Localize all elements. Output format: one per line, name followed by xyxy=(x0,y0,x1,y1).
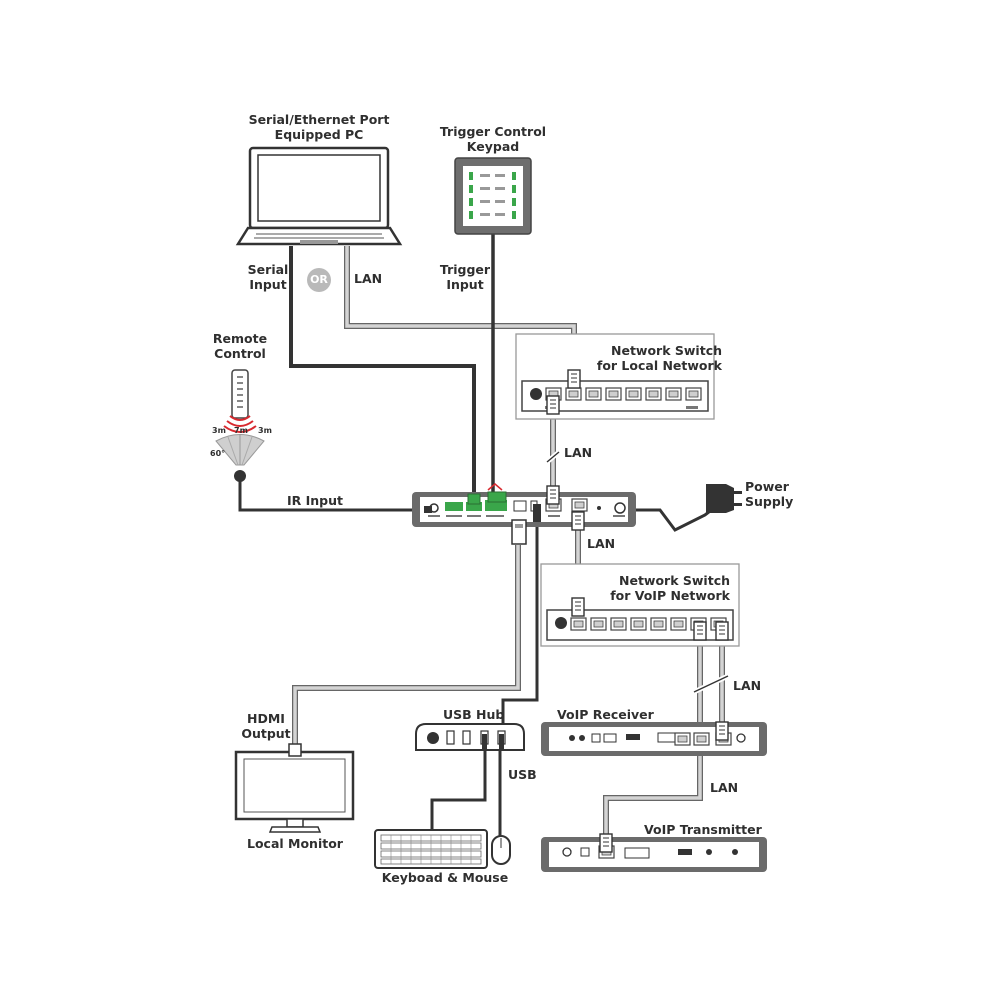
trigger-input-label: Trigger Input xyxy=(436,262,494,292)
power-label-line1: Power xyxy=(745,479,789,494)
mouse xyxy=(491,835,511,865)
hdmi-plug-monitor xyxy=(288,743,302,757)
ir-range-right: 3m xyxy=(258,426,272,435)
keypad-label-line2: Keypad xyxy=(466,139,520,154)
usb-label: USB xyxy=(508,767,537,782)
lan-plug-receiver xyxy=(715,721,729,741)
cable-hdmi xyxy=(292,545,521,752)
cable-local-lan xyxy=(545,410,561,490)
remote-label-line1: Remote xyxy=(212,331,268,346)
trigger-input-line1: Trigger xyxy=(439,262,491,277)
lan-plug-voip-switch-in xyxy=(571,597,585,617)
switch-local-label: Network Switch for Local Network xyxy=(582,343,722,373)
serial-input-line2: Input xyxy=(249,277,287,292)
switch-voip-label: Network Switch for VoIP Network xyxy=(600,573,730,603)
keypad-label-line1: Trigger Control xyxy=(439,124,547,139)
switch-local-line1: Network Switch xyxy=(611,343,722,358)
serial-input-label: Serial Input xyxy=(242,262,294,292)
ir-input-label: IR Input xyxy=(287,493,343,508)
hdmi-label-line1: HDMI xyxy=(247,711,285,726)
power-label: Power Supply xyxy=(745,479,793,509)
lan-local-label: LAN xyxy=(564,445,593,460)
laptop-pc xyxy=(235,146,403,246)
trigger-terminal-plug xyxy=(487,483,507,503)
lan-plug-switch-main xyxy=(546,395,560,415)
voip-transmitter-label: VoIP Transmitter xyxy=(644,822,762,837)
cable-ir xyxy=(238,480,430,512)
serial-input-line1: Serial xyxy=(247,262,289,277)
cable-serial xyxy=(289,246,476,500)
lan-plug-pc-switch xyxy=(567,369,581,389)
remote-control xyxy=(223,369,257,433)
lan-receiver-label: LAN xyxy=(733,678,762,693)
switch-voip-line2: for VoIP Network xyxy=(610,588,730,603)
usb-hub-label: USB Hub xyxy=(443,707,505,722)
usb-hub xyxy=(415,723,525,751)
lan-pc-label: LAN xyxy=(354,271,383,286)
switch-local-line2: for Local Network xyxy=(596,358,722,373)
monitor-label: Local Monitor xyxy=(247,836,343,851)
hdmi-plug xyxy=(511,519,527,545)
switch-voip-line1: Network Switch xyxy=(619,573,730,588)
lan-plug-main-local xyxy=(546,485,560,505)
ir-angle: 60° xyxy=(210,449,226,458)
keyboard xyxy=(374,829,488,869)
hdmi-label-line2: Output xyxy=(241,726,291,741)
ir-range-center: 7m xyxy=(234,426,248,435)
lan-voip-label: LAN xyxy=(587,536,616,551)
trigger-input-line2: Input xyxy=(446,277,484,292)
voip-transmitter xyxy=(541,837,767,872)
local-monitor xyxy=(234,750,355,833)
cable-power xyxy=(630,503,719,532)
or-badge: OR xyxy=(307,268,331,292)
lan-plug-voip-switch-out2 xyxy=(715,621,729,641)
voip-receiver xyxy=(541,722,767,756)
keypad-label: Trigger Control Keypad xyxy=(423,124,563,154)
trigger-keypad xyxy=(454,157,532,235)
power-label-line2: Supply xyxy=(745,494,794,509)
serial-terminal-plug xyxy=(467,493,481,505)
ir-range-left: 3m xyxy=(212,426,226,435)
lan-plug-main-voip xyxy=(571,511,585,531)
pc-label-line2: Equipped PC xyxy=(274,127,364,142)
lan-plug-transmitter xyxy=(599,833,613,853)
cable-usb-hub xyxy=(501,520,539,730)
cable-receiver-lan xyxy=(603,640,730,842)
pc-label-line1: Serial/Ethernet Port xyxy=(248,112,390,127)
voip-receiver-label: VoIP Receiver xyxy=(557,707,654,722)
cable-keyboard xyxy=(430,750,487,830)
lan-plug-voip-switch-out1 xyxy=(693,621,707,641)
lan-transmitter-label: LAN xyxy=(710,780,739,795)
ir-receiver-fan xyxy=(215,434,265,482)
hdmi-label: HDMI Output xyxy=(240,711,292,741)
pc-label: Serial/Ethernet Port Equipped PC xyxy=(228,112,410,142)
usb-plug-main xyxy=(533,504,541,522)
ir-plug xyxy=(424,506,432,513)
power-supply xyxy=(706,484,742,513)
keyboard-mouse-label: Keyboad & Mouse xyxy=(381,870,509,885)
remote-label: Remote Control xyxy=(205,331,275,361)
remote-label-line2: Control xyxy=(214,346,266,361)
